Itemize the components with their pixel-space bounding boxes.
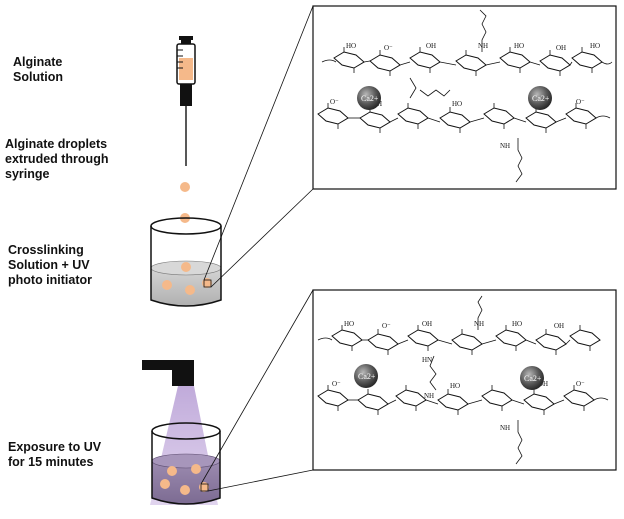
atom-label: O⁻ <box>382 322 391 330</box>
beaker-crosslinking <box>150 217 222 307</box>
atom-label: OH <box>538 380 548 388</box>
calcium-ion <box>357 86 381 110</box>
syringe <box>176 36 196 166</box>
atom-label: OH <box>556 44 566 52</box>
step-label-uv-exposure: Exposure to UV for 15 minutes <box>8 440 102 469</box>
atom-label: HO <box>450 382 460 390</box>
zoom-line <box>210 188 314 288</box>
atom-label: NH <box>500 142 510 150</box>
atom-label: O⁻ <box>384 44 393 52</box>
atom-label: HO <box>514 42 524 50</box>
atom-label: NH <box>424 392 434 400</box>
atom-label: HN <box>422 356 432 364</box>
atom-label: O⁻ <box>330 98 339 106</box>
step-label-alginate-solution: Alginate Solution <box>13 55 63 84</box>
structure-panel-photocrosslinked: HO O⁻ OH NH HO OH HN NH O⁻ HO NH OH O⁻ C… <box>312 289 617 471</box>
atom-label: HO <box>344 320 354 328</box>
structure-panel-ionic: HO O⁻ OH NH HO OH HO O⁻ OH HO NH OH O⁻ C… <box>312 5 617 190</box>
calcium-ion <box>528 86 552 110</box>
zoom-line <box>203 5 314 281</box>
zoom-line <box>200 289 314 485</box>
atom-label: HO <box>512 320 522 328</box>
calcium-ion-label: Ca2+ <box>358 372 376 381</box>
zoom-line <box>207 469 314 492</box>
atom-label: OH <box>422 320 432 328</box>
atom-label: HO <box>346 42 356 50</box>
calcium-ion <box>354 364 378 388</box>
atom-label: O⁻ <box>576 380 585 388</box>
atom-label: HO <box>590 42 600 50</box>
atom-label: NH <box>500 424 510 432</box>
calcium-ion-label: Ca2+ <box>361 94 379 103</box>
atom-label: NH <box>478 42 488 50</box>
atom-label: O⁻ <box>332 380 341 388</box>
calcium-ion-label: Ca2+ <box>524 374 542 383</box>
step-label-crosslinking-solution: Crosslinking Solution + UV photo initiat… <box>8 243 93 287</box>
atom-label: OH <box>426 42 436 50</box>
calcium-ion <box>520 366 544 390</box>
beaker-uv-exposure <box>151 422 221 505</box>
atom-label: OH <box>554 322 564 330</box>
atom-label: NH <box>474 320 484 328</box>
calcium-ion-label: Ca2+ <box>532 94 550 103</box>
atom-label: O⁻ <box>576 98 585 106</box>
atom-label: HO <box>452 100 462 108</box>
falling-droplet <box>180 182 190 192</box>
step-label-droplets-extruded: Alginate droplets extruded through syrin… <box>5 137 109 181</box>
